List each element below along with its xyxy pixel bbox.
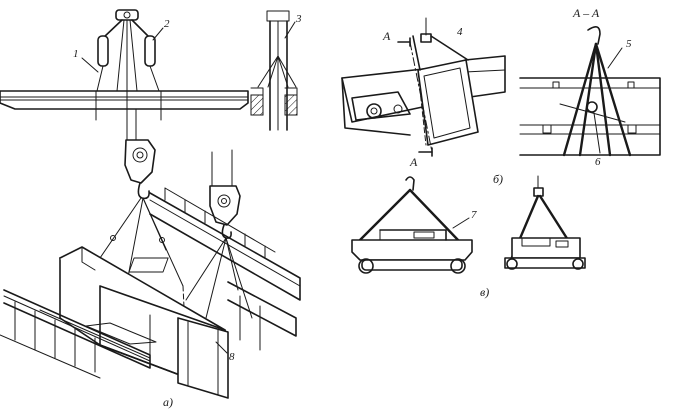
leader-3: [284, 21, 296, 39]
hoist-block: [124, 108, 156, 200]
spreader-beam: [0, 90, 249, 121]
callout-7: 7: [471, 209, 477, 221]
panel-v: [351, 175, 586, 274]
callout-8: 8: [229, 351, 235, 363]
section-mark-a-bottom: A: [409, 155, 418, 169]
panel-label-v: в): [480, 285, 489, 299]
leader-8: [215, 341, 228, 354]
leader-1: [81, 57, 99, 73]
triangle-sling-end: [504, 175, 586, 270]
suspension-rig: [96, 9, 160, 141]
rectangular-tube: [412, 17, 479, 146]
lattice-girder: [0, 289, 157, 379]
callout-3: 3: [295, 13, 302, 25]
panel-label-a: а): [163, 395, 173, 409]
panel-b: [341, 17, 661, 157]
section-a-a-view: [519, 26, 661, 157]
callout-1: 1: [73, 48, 79, 60]
triangle-sling-long: [351, 176, 473, 274]
hoist-block-2: [185, 149, 253, 319]
section-mark-a-top: A: [382, 29, 391, 43]
callout-2: 2: [164, 18, 170, 30]
panel-label-b: б): [493, 172, 503, 186]
lifted-channel-beam: [59, 246, 229, 399]
callout-5: 5: [626, 38, 632, 50]
background-beam: [128, 187, 301, 301]
leader-2: [152, 27, 164, 41]
section-title-a-a: A – A: [572, 6, 600, 20]
detail-3-inset: [250, 10, 298, 131]
right-beam-end: [227, 281, 297, 351]
section-line-a: [397, 37, 433, 157]
callout-4: 4: [457, 26, 463, 38]
callout-6: 6: [595, 156, 601, 168]
panel-a: [0, 9, 301, 399]
